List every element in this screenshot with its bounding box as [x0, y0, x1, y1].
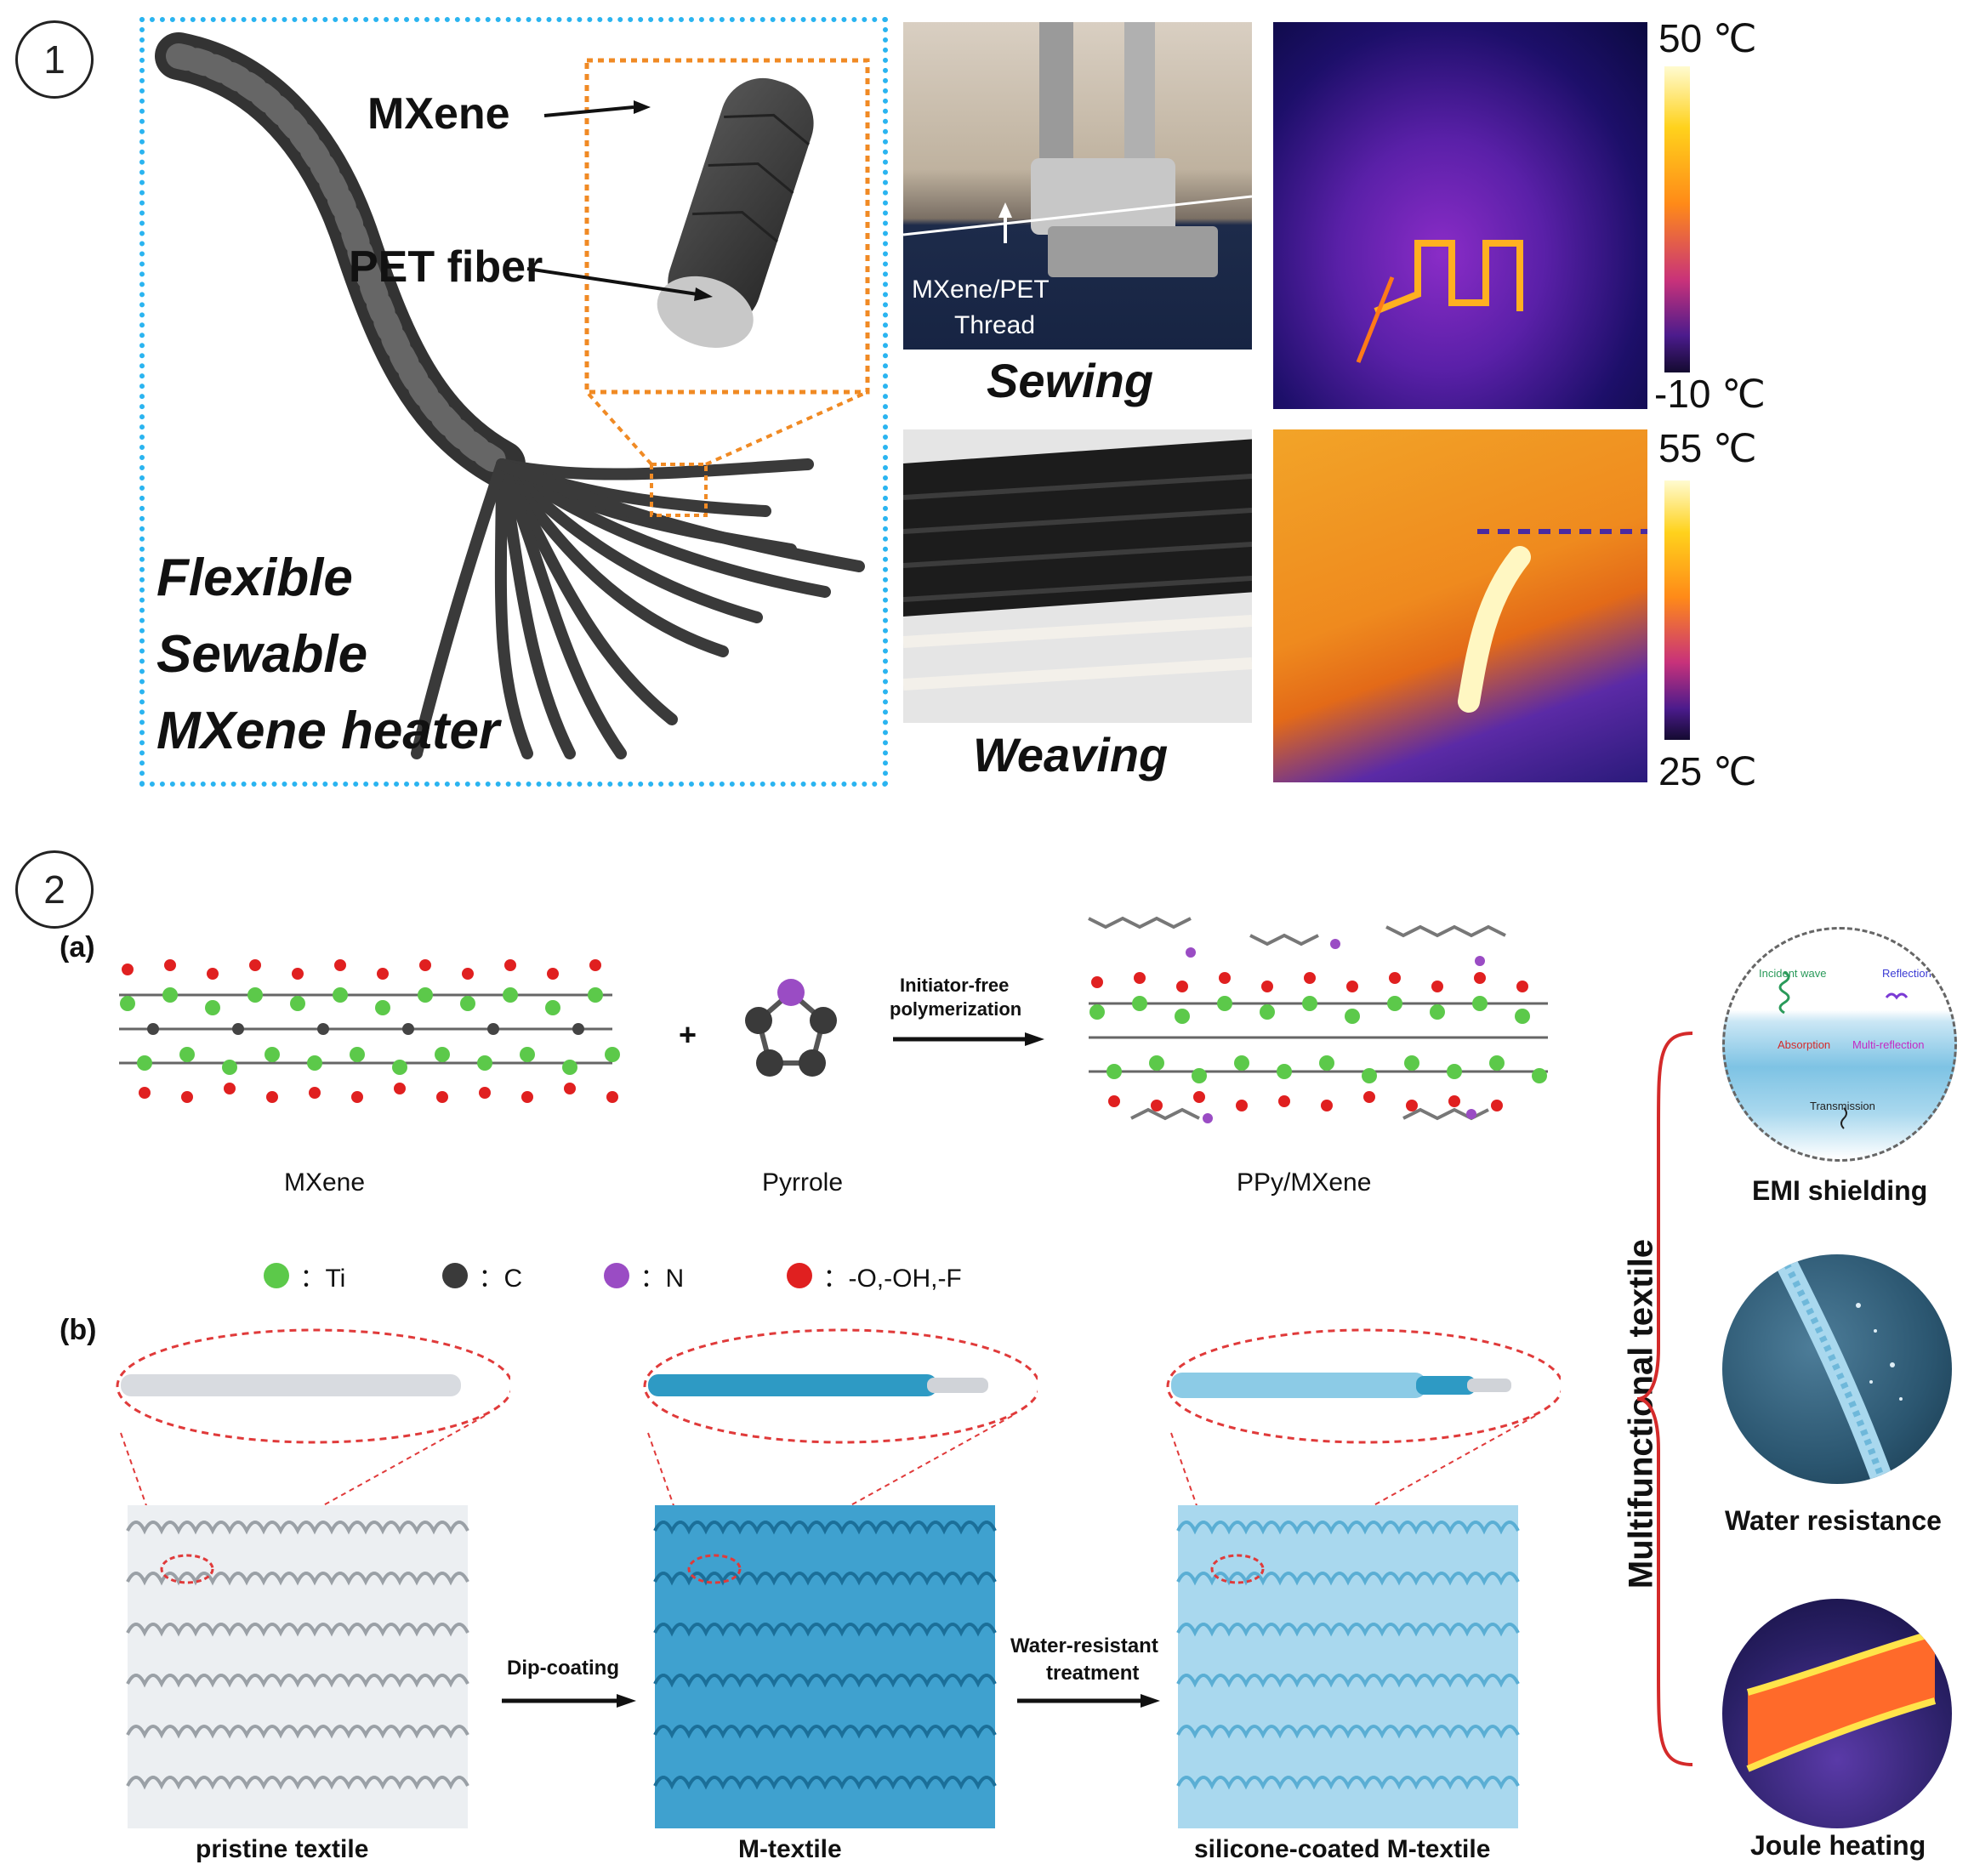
legend-n-text: ：N	[640, 1265, 685, 1293]
pet-fiber-label: PET fiber	[349, 242, 543, 292]
water-treatment-arrow	[1017, 1694, 1160, 1708]
legend-ti: ：Ti	[264, 1257, 345, 1294]
dip-coating-arrow	[502, 1694, 636, 1708]
legend-c-dot	[442, 1263, 468, 1288]
ppy-mxene-caption: PPy/MXene	[1237, 1168, 1372, 1197]
emi-waves	[1778, 970, 1909, 1129]
ppy-mxene-structure	[1088, 916, 1548, 1123]
colorbar-bottom	[1664, 480, 1690, 740]
legend-c-text: ：C	[478, 1265, 523, 1293]
weaving-photo	[903, 429, 1252, 723]
emi-shielding-caption: EMI shielding	[1752, 1175, 1928, 1206]
emi-shielding-image: Incident wave Reflection Absorption Mult…	[1722, 927, 1957, 1162]
pyrrole-molecule	[745, 979, 837, 1077]
heater-text-line-1: Flexible	[156, 549, 353, 607]
mxene-caption: MXene	[284, 1168, 366, 1197]
silicone-textile-caption: silicone-coated M-textile	[1194, 1835, 1491, 1863]
sewing-photo: MXene/PET Thread	[903, 22, 1252, 350]
water-treatment-label-2: treatment	[1046, 1662, 1140, 1685]
polymerization-label-2: polymerization	[890, 998, 1022, 1020]
pristine-textile-illustration	[116, 1328, 510, 1828]
colorbar-top-min: -10 ℃	[1654, 372, 1766, 416]
joule-heating-caption: Joule heating	[1750, 1830, 1926, 1861]
colorbar-bottom-max: 55 ℃	[1658, 426, 1757, 470]
atom-legend: ：Ti ：C ：N ：-O,-OH,-F	[264, 1257, 1029, 1294]
sewing-label: Sewing	[987, 354, 1154, 407]
panel-1-number: 1	[15, 20, 94, 99]
thread-label-1: MXene/PET	[912, 276, 1050, 304]
emi-absorption-label: Absorption	[1778, 1038, 1831, 1051]
silicone-coated-textile-illustration	[1166, 1328, 1561, 1828]
fiber-illustration-box: MXene PET fiber Flexible Sewable MXene h…	[139, 17, 888, 787]
legend-c: ：C	[442, 1257, 522, 1294]
emi-reflection-label: Reflection	[1882, 967, 1931, 980]
emi-transmission-label: Transmission	[1810, 1100, 1875, 1112]
red-brace	[1636, 1032, 1693, 1766]
polymerization-label-1: Initiator-free	[900, 975, 1010, 996]
legend-o-text: ：-O,-OH,-F	[822, 1265, 962, 1293]
mxene-label: MXene	[367, 89, 510, 139]
water-resistance-image	[1722, 1254, 1952, 1484]
legend-n-dot	[604, 1263, 629, 1288]
colorbar-bottom-min: 25 ℃	[1658, 749, 1757, 793]
panel-2-number: 2	[15, 850, 94, 929]
water-resistance-caption: Water resistance	[1725, 1505, 1942, 1536]
heater-text-line-3: MXene heater	[156, 702, 500, 760]
thermal-wrist-image	[1273, 429, 1647, 782]
m-textile-illustration	[643, 1328, 1038, 1828]
panel-a-tag: (a)	[60, 931, 95, 964]
thread-label-2: Thread	[954, 311, 1036, 339]
weaving-label: Weaving	[973, 728, 1169, 782]
legend-ti-text: ：Ti	[299, 1265, 346, 1293]
legend-o-dot	[787, 1263, 812, 1288]
emi-incident-label: Incident wave	[1759, 967, 1827, 980]
joule-heating-image	[1722, 1599, 1952, 1828]
legend-ti-dot	[264, 1263, 289, 1288]
m-textile-caption: M-textile	[738, 1835, 842, 1863]
fiber-bundle-illustration	[155, 32, 870, 759]
water-treatment-label-1: Water-resistant	[1010, 1634, 1158, 1657]
pyrrole-caption: Pyrrole	[762, 1168, 844, 1197]
heater-text-line-2: Sewable	[156, 625, 368, 684]
polymerization-arrow	[893, 1032, 1044, 1046]
emi-multireflection-label: Multi-reflection	[1852, 1038, 1925, 1051]
thermal-hand-image	[1273, 22, 1647, 409]
legend-o: ：-O,-OH,-F	[787, 1257, 962, 1294]
dip-coating-label: Dip-coating	[507, 1657, 619, 1680]
colorbar-top-max: 50 ℃	[1658, 16, 1757, 60]
mxene-structure	[119, 959, 620, 1103]
panel-b-tag: (b)	[60, 1314, 97, 1346]
pristine-textile-caption: pristine textile	[196, 1835, 369, 1863]
legend-n: ：N	[604, 1257, 684, 1294]
colorbar-top	[1664, 66, 1690, 372]
plus-sign: +	[679, 1017, 697, 1052]
